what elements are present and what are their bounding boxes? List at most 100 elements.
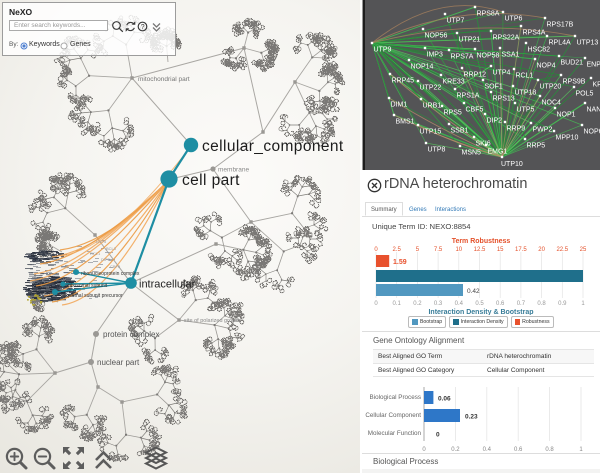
svg-text:UTP15: UTP15: [420, 129, 442, 136]
svg-text:UTP20: UTP20: [540, 84, 562, 91]
svg-text:RCL1: RCL1: [516, 73, 534, 80]
svg-text:POL5: POL5: [576, 91, 594, 98]
svg-text:ribonucleoprotein complex: ribonucleoprotein complex: [81, 271, 140, 277]
svg-text:0.8: 0.8: [537, 301, 546, 307]
svg-text:nuclear part: nuclear part: [97, 358, 140, 367]
svg-text:RPS13: RPS13: [493, 96, 515, 103]
svg-text:RCL1: RCL1: [90, 251, 101, 256]
svg-text:protein complex: protein complex: [103, 330, 159, 339]
svg-text:cell part: cell part: [182, 172, 240, 189]
svg-text:NOP56: NOP56: [425, 33, 448, 40]
svg-text:UTP7: UTP7: [447, 18, 465, 25]
svg-text:22.5: 22.5: [556, 247, 568, 253]
svg-text:MPP10: MPP10: [556, 135, 579, 142]
svg-text:RPS7A: RPS7A: [451, 54, 474, 61]
svg-text:0.6: 0.6: [496, 301, 505, 307]
svg-text:7.5: 7.5: [434, 247, 443, 253]
svg-text:RPS5: RPS5: [444, 110, 462, 117]
svg-text:SSA1: SSA1: [502, 52, 520, 59]
svg-text:0: 0: [436, 432, 440, 439]
svg-text:0.42: 0.42: [467, 288, 480, 295]
svg-text:URB1: URB1: [423, 103, 442, 110]
svg-text:ENP1: ENP1: [587, 62, 600, 69]
svg-text:cellular_component: cellular_component: [202, 138, 344, 155]
svg-text:HSC82: HSC82: [528, 47, 551, 54]
svg-text:0.4: 0.4: [455, 301, 464, 307]
svg-text:NAN1: NAN1: [587, 107, 600, 114]
svg-text:RPS1A: RPS1A: [457, 93, 480, 100]
svg-text:NOP58: NOP58: [477, 53, 500, 60]
svg-text:RRP12: RRP12: [464, 72, 487, 79]
svg-text:NOC4: NOC4: [542, 100, 562, 107]
svg-text:0.7: 0.7: [517, 301, 526, 307]
svg-text:UTP5: UTP5: [96, 239, 107, 244]
svg-text:DIM1: DIM1: [391, 102, 408, 109]
svg-text:RPS22A: RPS22A: [493, 35, 520, 42]
svg-text:CBF5: CBF5: [466, 107, 484, 114]
svg-text:RPS8A: RPS8A: [477, 11, 500, 18]
svg-text:UTP4: UTP4: [493, 70, 511, 77]
svg-text:RPL4A: RPL4A: [549, 40, 572, 47]
svg-text:CBF5: CBF5: [110, 264, 121, 269]
svg-text:site of polarized growth: site of polarized growth: [184, 318, 241, 324]
svg-text:UTP10: UTP10: [501, 161, 523, 168]
svg-text:Cellular Component: Cellular Component: [365, 412, 421, 419]
svg-text:Molecular Function: Molecular Function: [368, 430, 422, 437]
svg-text:15: 15: [497, 247, 504, 253]
svg-text:UTP8: UTP8: [428, 147, 446, 154]
svg-text:UTP13: UTP13: [577, 40, 599, 47]
svg-text:BUD21: BUD21: [561, 60, 584, 67]
svg-text:0.06: 0.06: [438, 396, 451, 403]
svg-text:5: 5: [416, 247, 420, 253]
svg-text:RRP45: RRP45: [392, 78, 415, 85]
svg-text:mitochondrial part: mitochondrial part: [138, 76, 190, 83]
svg-text:0.1: 0.1: [393, 301, 402, 307]
svg-text:RPS9B: RPS9B: [563, 79, 586, 86]
svg-text:KR: KR: [593, 82, 600, 89]
svg-text:SOF1: SOF1: [485, 84, 503, 91]
svg-text:RPS4A: RPS4A: [523, 30, 546, 37]
svg-text:0.4: 0.4: [483, 447, 492, 453]
svg-text:MSN5: MSN5: [462, 150, 482, 157]
svg-text:KRE33: KRE33: [443, 79, 465, 86]
svg-text:PWP2: PWP2: [533, 127, 553, 134]
svg-text:EMG1: EMG1: [488, 149, 508, 156]
svg-text:UTP21: UTP21: [459, 37, 481, 44]
svg-text:0.6: 0.6: [514, 447, 523, 453]
svg-text:NOP14: NOP14: [411, 64, 434, 71]
svg-text:0: 0: [422, 447, 426, 453]
svg-text:RRP5: RRP5: [527, 143, 546, 150]
svg-text:1: 1: [579, 447, 583, 453]
svg-text:0.2: 0.2: [451, 447, 460, 453]
svg-text:UTP5: UTP5: [517, 107, 535, 114]
svg-text:UTP22: UTP22: [420, 85, 442, 92]
svg-text:1: 1: [581, 301, 585, 307]
svg-text:0.5: 0.5: [475, 301, 484, 307]
svg-text:20: 20: [538, 247, 545, 253]
svg-text:0.2: 0.2: [413, 301, 422, 307]
svg-text:17.5: 17.5: [515, 247, 527, 253]
svg-text:ribosomal subunit precursor: ribosomal subunit precursor: [61, 293, 123, 299]
svg-text:SSB1: SSB1: [451, 128, 469, 135]
svg-text:UTP9: UTP9: [374, 47, 392, 54]
svg-text:Biological Process: Biological Process: [370, 394, 421, 401]
svg-text:BMS1: BMS1: [396, 119, 415, 126]
svg-text:RRP9: RRP9: [507, 126, 526, 133]
svg-text:1.59: 1.59: [393, 259, 407, 266]
svg-text:25: 25: [580, 247, 587, 253]
svg-text:12.5: 12.5: [474, 247, 486, 253]
svg-text:membrane: membrane: [218, 167, 249, 174]
svg-text:RPS17B: RPS17B: [547, 22, 574, 29]
svg-text:Interaction Density & Bootstra: Interaction Density & Bootstrap: [428, 309, 533, 315]
svg-text:Term Robustness: Term Robustness: [452, 238, 511, 245]
svg-text:DIP2: DIP2: [487, 118, 503, 125]
svg-text:0: 0: [374, 301, 378, 307]
svg-text:0: 0: [374, 247, 378, 253]
svg-text:ribosomal subunit: ribosomal subunit: [68, 283, 108, 289]
svg-text:DIP2: DIP2: [101, 257, 111, 262]
svg-text:NOP4: NOP4: [537, 63, 556, 70]
svg-text:IMP3: IMP3: [427, 52, 443, 59]
svg-text:intracellular: intracellular: [139, 279, 196, 291]
svg-text:0.23: 0.23: [465, 414, 478, 421]
svg-text:0.3: 0.3: [434, 301, 443, 307]
